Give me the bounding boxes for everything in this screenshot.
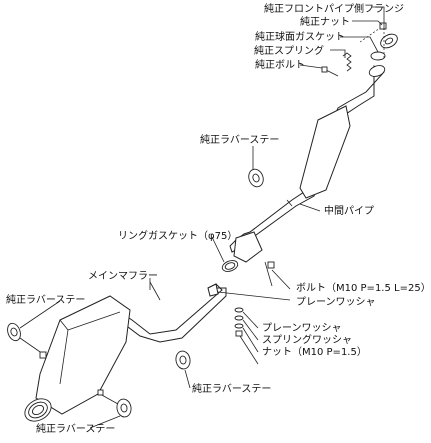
label-spring: 純正スプリング xyxy=(254,46,324,57)
label-spring-washer: スプリングワッシャ xyxy=(262,335,352,346)
label-bolt-spec: ボルト（M10 P=1.5 L=25） xyxy=(296,283,431,294)
label-rubber-stay-left: 純正ラバーステー xyxy=(6,295,86,306)
leader-lines xyxy=(19,6,385,429)
rubber-stay-center xyxy=(175,350,191,370)
label-nut-spec: ナット（M10 P=1.5） xyxy=(262,347,367,358)
bolt-m10 xyxy=(264,261,275,287)
label-main-muffler: メインマフラー xyxy=(88,271,158,282)
main-muffler xyxy=(35,295,131,415)
rubber-stay-bottom xyxy=(97,389,132,418)
washers-nut-stack xyxy=(234,307,244,337)
nut-top xyxy=(379,22,387,30)
label-nut-top: 純正ナット xyxy=(300,17,350,28)
label-plain-washer-1: プレーンワッシャ xyxy=(296,297,376,308)
connecting-pipe xyxy=(115,281,227,343)
label-center-pipe: 中間パイプ xyxy=(324,206,374,217)
label-spherical-gasket: 純正球面ガスケット xyxy=(255,32,345,43)
label-ring-gasket: リングガスケット（φ75） xyxy=(118,231,238,242)
ring-gasket xyxy=(221,260,239,272)
label-bolt-top: 純正ボルト xyxy=(255,60,305,71)
label-plain-washer-2: プレーンワッシャ xyxy=(262,323,342,334)
spherical-gasket xyxy=(370,51,386,61)
label-rubber-stay-upper: 純正ラバーステー xyxy=(200,135,280,146)
center-pipe xyxy=(229,65,386,263)
front-pipe-flange xyxy=(380,33,398,49)
rubber-stay-left xyxy=(7,322,47,359)
label-rubber-stay-center: 純正ラバーステー xyxy=(192,384,272,395)
rubber-stay-upper xyxy=(248,168,293,207)
spring xyxy=(342,52,352,72)
muffler-tail xyxy=(24,398,52,422)
label-rubber-stay-bottom: 純正ラバーステー xyxy=(36,424,116,435)
label-front-pipe-flange: 純正フロントパイプ側フランジ xyxy=(264,4,404,15)
bolt-top xyxy=(321,66,339,77)
exhaust-exploded-diagram xyxy=(7,6,398,429)
